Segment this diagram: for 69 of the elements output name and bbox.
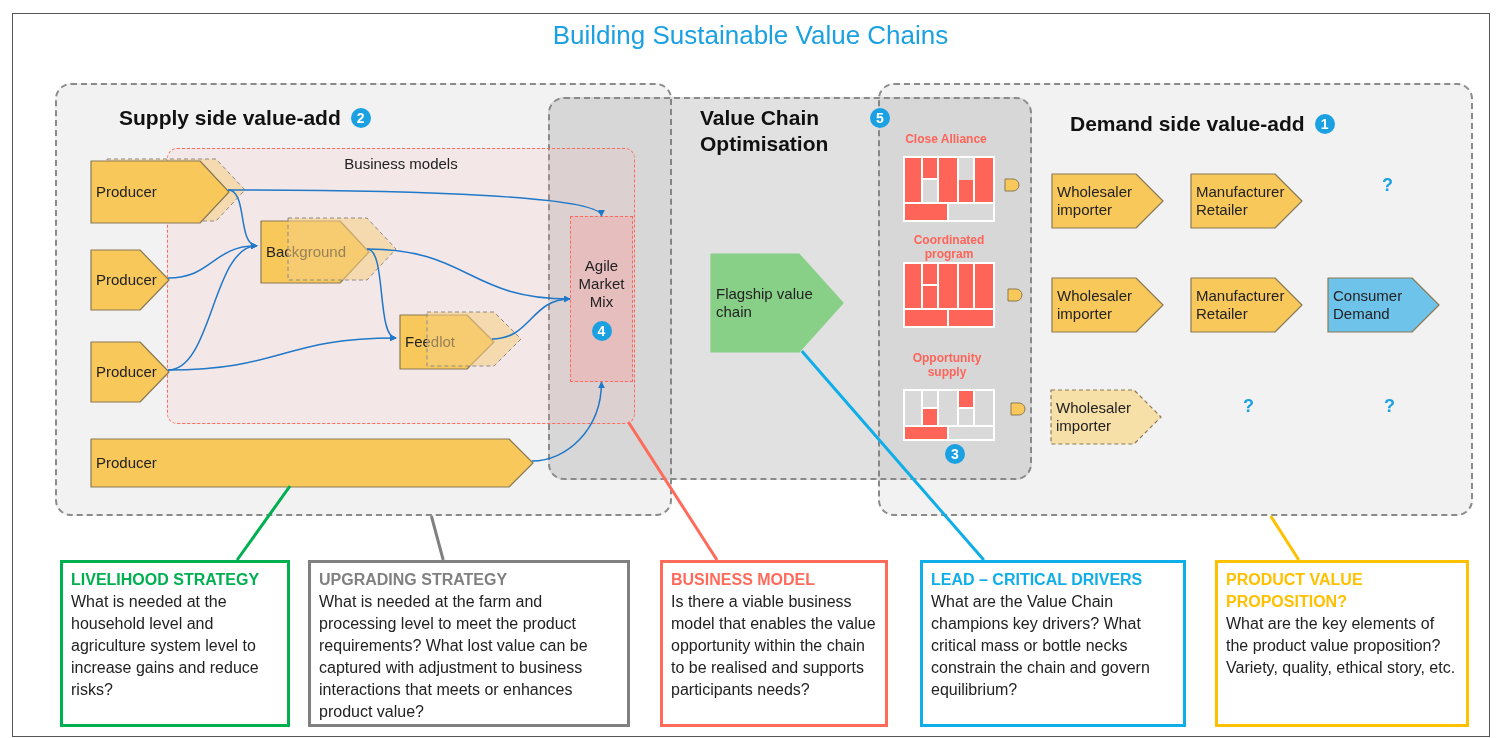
leader-line xyxy=(1269,515,1301,561)
chevron-shape xyxy=(1190,277,1303,333)
card-heading: PRODUCT VALUE PROPOSITION? xyxy=(1226,570,1364,612)
leader-line xyxy=(235,485,292,561)
chevron-shape xyxy=(399,314,495,370)
node-label: Producer xyxy=(96,271,157,289)
node-label: Producer xyxy=(96,454,157,472)
option-label: Opportunity supply xyxy=(911,351,983,379)
chevron-shape xyxy=(90,341,170,403)
chevron-shape xyxy=(1327,277,1440,333)
node-label: Flagship value chain xyxy=(716,285,814,321)
region-heading: Supply side value-add xyxy=(119,105,341,131)
node-label: Manufacturer Retailer xyxy=(1196,183,1286,219)
region-heading: Demand side value-add xyxy=(1070,111,1305,137)
region-heading: Value Chain Optimisation xyxy=(700,105,830,157)
market-mix-box xyxy=(570,216,633,382)
question-card xyxy=(308,560,630,727)
node-label: Consumer Demand xyxy=(1333,287,1404,323)
card-text: What is needed at the household level and agriculture system level to increase gains and reduce risks? xyxy=(71,592,260,700)
number-badge: 2 xyxy=(350,108,371,128)
card-heading: LEAD – CRITICAL DRIVERS xyxy=(931,570,1144,590)
option-label: Coordinated program xyxy=(912,233,986,261)
card-heading: LIVELIHOOD STRATEGY xyxy=(71,570,261,590)
chevron-shape xyxy=(1190,173,1303,229)
chevron-shape xyxy=(90,438,534,488)
card-text: Is there a viable business model that enables the value opportunity within the chain to be realised and supports participants needs? xyxy=(671,592,877,700)
node-label: Wholesaler importer xyxy=(1057,287,1134,323)
node-label: Producer xyxy=(96,363,157,381)
number-badge: 1 xyxy=(1314,114,1335,134)
question-mark: ? xyxy=(1384,396,1395,417)
chevron-shape xyxy=(90,249,170,311)
region-panel xyxy=(55,83,672,516)
chevron-shape xyxy=(710,253,844,353)
node-label: Feedlot xyxy=(405,333,456,351)
number-badge: 5 xyxy=(870,108,890,128)
chevron-shape xyxy=(1051,277,1164,333)
card-text: What are the Value Chain champions key drivers? What critical mass or bottle necks constrain the chain and govern equilibrium? xyxy=(931,592,1151,700)
chevron-shape xyxy=(90,160,230,224)
business-models-panel xyxy=(167,148,635,424)
leader-line xyxy=(800,350,985,561)
node-label: Agile Market Mix xyxy=(577,257,626,311)
node-label: Background xyxy=(266,243,347,261)
question-mark: ? xyxy=(1382,175,1393,196)
arrow xyxy=(491,296,571,340)
question-card xyxy=(1215,560,1469,727)
region-panel xyxy=(878,83,1473,516)
question-card xyxy=(920,560,1186,727)
card-text: Variety, quality, ethical story, etc. xyxy=(1226,658,1457,678)
panel-heading: Business models xyxy=(343,155,459,172)
node-label: Wholesaler importer xyxy=(1057,183,1134,219)
chevron-shape xyxy=(1051,173,1164,229)
card-heading: UPGRADING STRATEGY xyxy=(319,570,509,590)
card-text: What is needed at the farm and processing level to meet the product requirements? What lost value can be captured with adjustment to business interactions that meets or enhances product value? xyxy=(319,592,589,722)
question-card xyxy=(60,560,290,727)
leader-line xyxy=(429,515,445,561)
option-label: Close Alliance xyxy=(904,132,988,146)
node-label: Manufacturer Retailer xyxy=(1196,287,1286,323)
chevron-shape xyxy=(260,220,370,284)
question-mark: ? xyxy=(1243,396,1254,417)
arrow xyxy=(531,381,605,462)
diagram-title: Building Sustainable Value Chains xyxy=(551,20,950,51)
arrow xyxy=(227,189,603,217)
node-label: Wholesaler importer xyxy=(1056,399,1133,435)
card-heading: BUSINESS MODEL xyxy=(671,570,816,590)
question-card xyxy=(660,560,888,727)
node-label: Producer xyxy=(96,183,157,201)
chevron-shape xyxy=(1050,389,1162,445)
card-text: What are the key elements of the product value proposition? xyxy=(1226,614,1442,656)
leader-line xyxy=(627,421,719,561)
